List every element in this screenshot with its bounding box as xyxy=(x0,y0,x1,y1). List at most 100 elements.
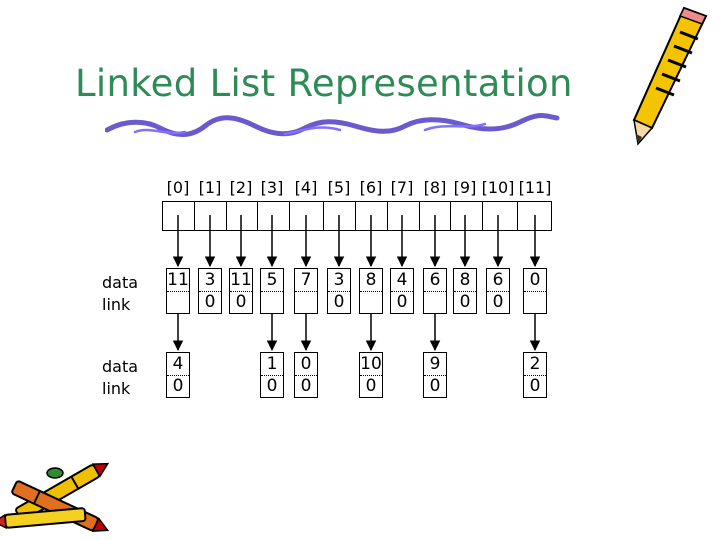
row2-data-label: data xyxy=(102,357,139,376)
list-node: 6 xyxy=(423,268,447,314)
node-field-separator xyxy=(487,291,509,292)
node-link-value: 0 xyxy=(204,292,216,312)
array-cell-divider xyxy=(482,201,483,231)
node-link-value xyxy=(261,291,283,313)
node-data-value: 6 xyxy=(429,270,441,290)
node-field-separator xyxy=(167,375,189,376)
array-index-label: [3] xyxy=(260,178,284,197)
array-cell-divider xyxy=(450,201,451,231)
array-cell-divider xyxy=(257,201,258,231)
pencil-clipart-icon xyxy=(632,6,708,146)
node-data-value: 5 xyxy=(266,270,278,290)
row1-link-label: link xyxy=(102,295,131,314)
row2-link-label: link xyxy=(102,379,131,398)
node-link-value: 0 xyxy=(396,292,408,312)
row1-data-label: data xyxy=(102,273,139,292)
list-node: 7 xyxy=(294,268,318,314)
node-link-value: 0 xyxy=(300,376,312,396)
node-field-separator xyxy=(524,291,546,292)
array-index-label: [11] xyxy=(518,178,552,197)
node-field-separator xyxy=(261,375,283,376)
node-link-value: 0 xyxy=(459,292,471,312)
node-field-separator xyxy=(424,291,446,292)
node-data-value: 8 xyxy=(365,270,377,290)
node-link-value xyxy=(360,291,382,313)
array-index-label: [0] xyxy=(166,178,190,197)
node-data-value: 3 xyxy=(333,270,345,290)
node-link-value: 0 xyxy=(172,376,184,396)
node-link-value xyxy=(524,291,546,313)
decorative-squiggle-underline xyxy=(105,113,560,137)
array-index-label: [2] xyxy=(229,178,253,197)
node-field-separator xyxy=(295,291,317,292)
crayons-clipart-icon xyxy=(0,462,110,532)
array-index-label: [8] xyxy=(423,178,447,197)
node-data-value: 6 xyxy=(492,270,504,290)
list-node: 5 xyxy=(260,268,284,314)
array-index-label: [10] xyxy=(481,178,515,197)
row2-labels: data link xyxy=(102,356,138,400)
node-field-separator xyxy=(360,375,382,376)
row1-labels: data link xyxy=(102,272,138,316)
node-field-separator xyxy=(454,291,476,292)
node-field-separator xyxy=(230,291,252,292)
slide-title: Linked List Representation xyxy=(75,62,573,105)
node-data-value: 1 xyxy=(266,354,278,374)
node-data-value: 4 xyxy=(396,270,408,290)
node-data-value: 10 xyxy=(360,354,382,374)
node-field-separator xyxy=(424,375,446,376)
array-cell-divider xyxy=(517,201,518,231)
array-index-label: [7] xyxy=(390,178,414,197)
node-link-value xyxy=(424,291,446,313)
node-field-separator xyxy=(167,291,189,292)
array-cell-divider xyxy=(289,201,290,231)
node-field-separator xyxy=(391,291,413,292)
node-link-value: 0 xyxy=(333,292,345,312)
node-link-value: 0 xyxy=(365,376,377,396)
node-data-value: 0 xyxy=(300,354,312,374)
array-cell-divider xyxy=(419,201,420,231)
node-data-value: 11 xyxy=(230,270,252,290)
array-index-label: [9] xyxy=(453,178,477,197)
node-field-separator xyxy=(199,291,221,292)
node-link-value xyxy=(295,291,317,313)
node-data-value: 2 xyxy=(529,354,541,374)
array-cell-divider xyxy=(226,201,227,231)
array-index-label: [6] xyxy=(359,178,383,197)
node-data-value: 4 xyxy=(172,354,184,374)
array-cell-divider xyxy=(387,201,388,231)
node-data-value: 0 xyxy=(529,270,541,290)
node-link-value: 0 xyxy=(429,376,441,396)
node-field-separator xyxy=(295,375,317,376)
node-field-separator xyxy=(261,291,283,292)
node-link-value: 0 xyxy=(492,292,504,312)
node-data-value: 9 xyxy=(429,354,441,374)
array-cell-divider xyxy=(355,201,356,231)
node-field-separator xyxy=(360,291,382,292)
array-index-label: [1] xyxy=(198,178,222,197)
node-field-separator xyxy=(328,291,350,292)
node-data-value: 11 xyxy=(167,270,189,290)
list-node: 11 xyxy=(166,268,190,314)
array-cell-divider xyxy=(323,201,324,231)
node-field-separator xyxy=(524,375,546,376)
node-link-value xyxy=(167,291,189,313)
node-link-value: 0 xyxy=(529,376,541,396)
list-node: 0 xyxy=(523,268,547,314)
node-link-value: 0 xyxy=(235,292,247,312)
node-data-value: 3 xyxy=(204,270,216,290)
node-link-value: 0 xyxy=(266,376,278,396)
array-index-label: [5] xyxy=(327,178,351,197)
array-cells xyxy=(162,201,552,231)
